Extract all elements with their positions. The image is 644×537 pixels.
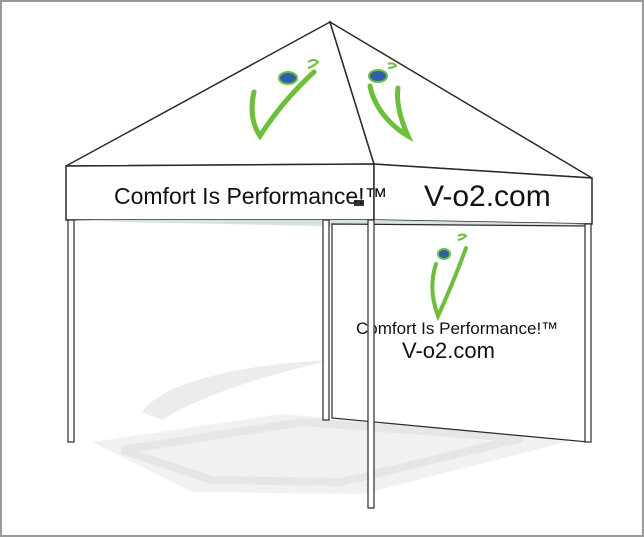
side-wall-slogan: Comfort Is Performance!™ — [356, 319, 558, 338]
leg-front-left — [67, 219, 75, 443]
v-o2-logo-icon — [430, 233, 468, 322]
leg-back-middle — [322, 219, 330, 421]
valance-front-slogan: Comfort Is Performance!™ — [114, 183, 388, 209]
valance-side-url: V-o2.com — [424, 180, 551, 213]
v-o2-logo-icon — [249, 59, 320, 141]
roof-left-panel — [65, 20, 376, 167]
side-wall-url: V-o2.com — [402, 338, 495, 363]
v-o2-logo-icon — [367, 62, 414, 143]
canopy-roof — [65, 20, 593, 179]
leg-back-right — [584, 223, 592, 443]
watermark — [92, 360, 582, 494]
valance-tag — [354, 200, 364, 206]
leg-front-middle — [367, 219, 375, 509]
tent-legs — [67, 219, 592, 509]
